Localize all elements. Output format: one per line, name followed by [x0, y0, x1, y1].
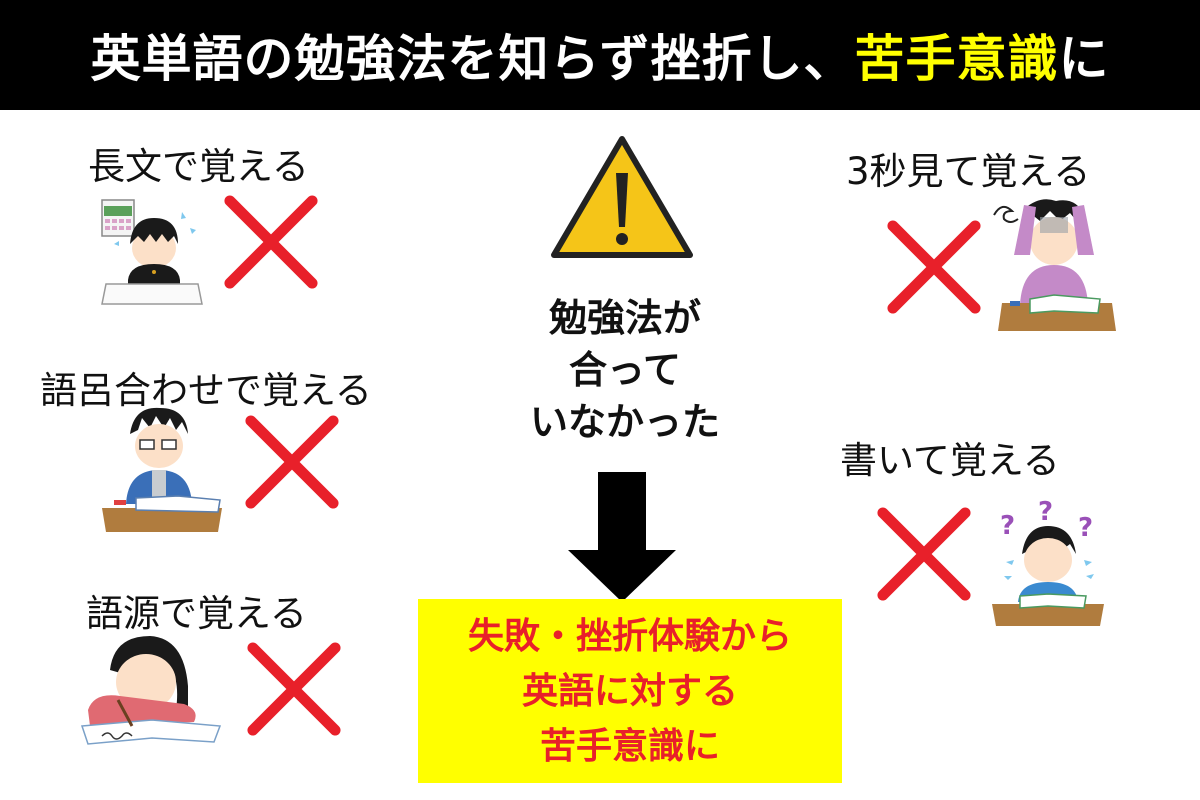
cross-mark-icon: [247, 642, 341, 736]
method-label-etymology: 語源で覚える: [86, 592, 307, 635]
header-title: 英単語の勉強法を知らず挫折し、苦手意識に: [91, 19, 1110, 91]
confused-boy-illustration: ? ? ?: [992, 498, 1104, 626]
cross-mark-icon: [245, 415, 339, 509]
method-label-long-text: 長文で覚える: [88, 145, 309, 188]
method-label-writing: 書いて覚える: [840, 439, 1060, 482]
center-line-2: 合って: [568, 348, 682, 392]
head-in-hands-illustration: [993, 199, 1116, 331]
method-label-mnemonics: 語呂合わせで覚える: [40, 369, 372, 412]
cross-mark-icon: [224, 195, 318, 289]
center-line-3: いなかった: [529, 400, 720, 444]
down-arrow-icon: [568, 472, 676, 602]
result-line-3: 苦手意識に: [539, 725, 720, 767]
method-label-three-seconds: 3秒見て覚える: [846, 150, 1091, 193]
header-title-main: 英単語の勉強法を知らず挫折し、: [90, 30, 855, 88]
cross-mark-icon: [887, 220, 981, 314]
warning-icon: [551, 136, 693, 258]
result-line-1: 失敗・挫折体験から: [467, 615, 792, 657]
header-banner: 英単語の勉強法を知らず挫折し、苦手意識に: [0, 0, 1200, 110]
header-title-highlight: 苦手意識: [854, 30, 1059, 88]
cross-mark-icon: [877, 507, 971, 601]
result-line-2: 英語に対する: [521, 670, 738, 712]
sleepy-girl-illustration: [80, 636, 222, 745]
svg-text:?: ?: [1000, 511, 1015, 541]
result-box: 失敗・挫折体験から 英語に対する 苦手意識に: [418, 599, 842, 783]
svg-text:?: ?: [1078, 513, 1093, 543]
stressed-boy-illustration: [101, 199, 203, 305]
svg-text:?: ?: [1038, 498, 1053, 527]
header-title-tail: に: [1058, 30, 1110, 88]
center-line-1: 勉強法が: [548, 296, 701, 340]
center-message: 勉強法が 合って いなかった: [480, 292, 770, 448]
glasses-man-writing-illustration: [102, 407, 222, 532]
